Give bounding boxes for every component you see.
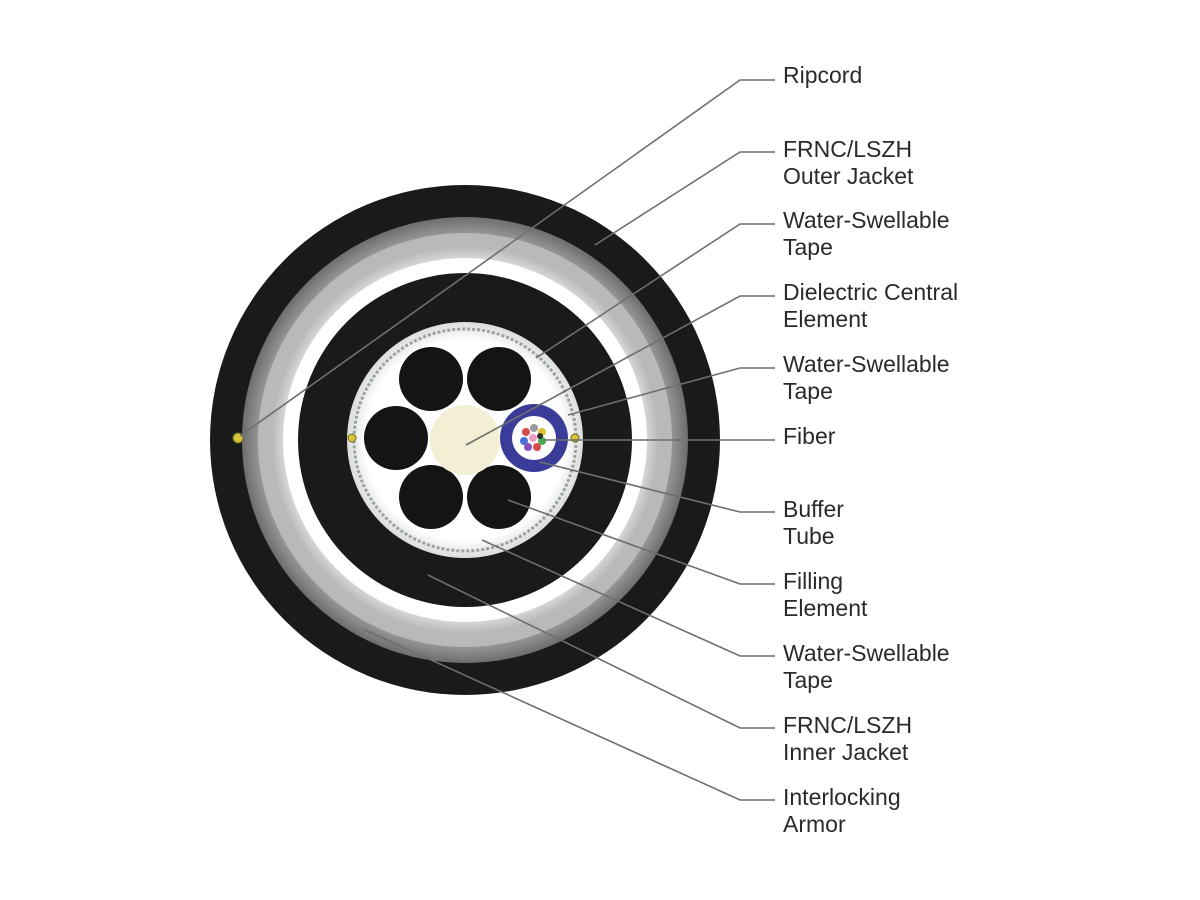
leader-line-water-swellable-tape-1 [535,223,775,359]
label-interlocking-armor-line-1: Interlocking [783,784,901,810]
label-water-swellable-tape-3: Water-Swellable Tape [783,640,950,694]
label-interlocking-armor-line-2: Armor [783,811,846,837]
filling-element [399,347,463,411]
label-filling-element-line-2: Element [783,595,868,621]
label-interlocking-armor: Interlocking Armor [783,784,901,838]
label-water-swellable-tape-2-line-1: Water-Swellable [783,351,950,377]
fiber [530,424,538,432]
filling-element [467,465,531,529]
fiber [537,433,543,439]
leader-line-inner-jacket [427,574,775,729]
label-filling-element: Filling Element [783,568,867,622]
fiber [522,428,530,436]
leader-line-buffer-tube [539,461,775,513]
filling-element [364,406,428,470]
label-inner-jacket-line-2: Inner Jacket [783,739,909,765]
label-ripcord: Ripcord [783,62,862,89]
label-water-swellable-tape-1: Water-Swellable Tape [783,207,950,261]
label-ripcord-line-1: Ripcord [783,62,863,88]
fiber [524,443,532,451]
fiber-bundle [520,424,546,451]
label-outer-jacket: FRNC/LSZH Outer Jacket [783,136,913,190]
label-dielectric-central-element-line-2: Element [783,306,868,332]
label-water-swellable-tape-1-line-2: Tape [783,234,833,260]
filling-element [399,465,463,529]
label-buffer-tube-line-2: Tube [783,523,835,549]
label-dielectric-central-element-line-1: Dielectric Central [783,279,959,305]
label-water-swellable-tape-3-line-2: Tape [783,667,833,693]
label-inner-jacket-line-1: FRNC/LSZH [783,712,913,738]
filling-element [467,347,531,411]
label-outer-jacket-line-1: FRNC/LSZH [783,136,913,162]
leader-line-ripcord [239,79,775,437]
leader-line-dielectric-central-element [465,295,775,446]
fiber [520,437,528,445]
dielectric-central-element [430,405,500,475]
leader-line-interlocking-armor [364,629,775,801]
leader-line-water-swellable-tape-2 [567,367,775,416]
fiber [533,443,541,451]
label-dielectric-central-element: Dielectric Central Element [783,279,958,333]
label-outer-jacket-line-2: Outer Jacket [783,163,914,189]
label-buffer-tube: Buffer Tube [783,496,844,550]
label-filling-element-line-1: Filling [783,568,844,594]
label-inner-jacket: FRNC/LSZH Inner Jacket [783,712,912,766]
leader-line-outer-jacket [594,151,775,246]
ripcord-marker [347,433,357,443]
label-water-swellable-tape-2: Water-Swellable Tape [783,351,950,405]
label-fiber: Fiber [783,423,835,450]
label-water-swellable-tape-3-line-1: Water-Swellable [783,640,950,666]
leader-line-water-swellable-tape-3 [481,539,775,657]
label-water-swellable-tape-1-line-1: Water-Swellable [783,207,950,233]
label-fiber-line-1: Fiber [783,423,836,449]
leader-line-filling-element [507,499,775,585]
fiber [529,434,537,442]
label-water-swellable-tape-2-line-2: Tape [783,378,833,404]
label-buffer-tube-line-1: Buffer [783,496,844,522]
